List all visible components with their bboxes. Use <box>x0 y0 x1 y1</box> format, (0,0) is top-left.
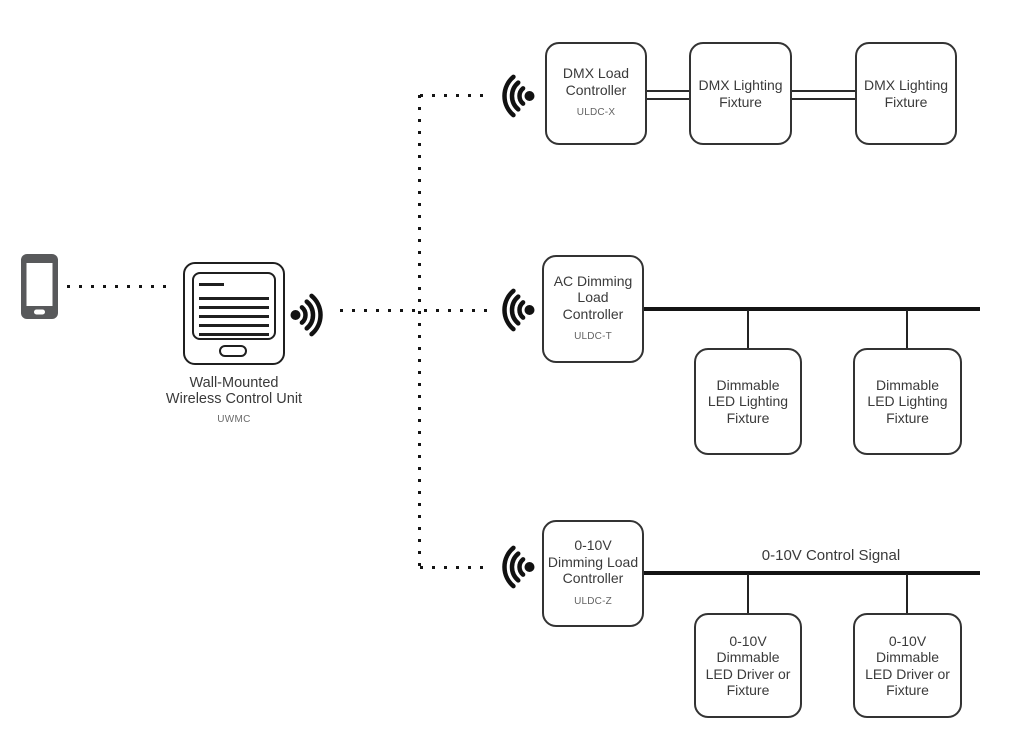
fixture-box-dimmable-led: Dimmable LED Lighting Fixture <box>694 348 802 455</box>
fixture-drop-line <box>906 574 908 613</box>
fixture-box-0-10v-driver: 0-10V Dimmable LED Driver or Fixture <box>694 613 802 718</box>
controller-box-0-10v: 0-10V Dimming Load Controller ULDC-Z <box>542 520 644 627</box>
wall-panel-button <box>219 345 247 357</box>
wifi-transmit-icon <box>290 293 323 337</box>
wireless-branch-top <box>420 94 492 97</box>
screen-text-line <box>199 315 269 318</box>
wireless-branch-bottom <box>420 566 490 569</box>
fixture-title: Dimmable LED Lighting Fixture <box>867 376 948 426</box>
screen-text-line <box>199 333 269 336</box>
wireless-link-unit-to-branch <box>340 309 493 312</box>
screen-text-line <box>199 283 224 286</box>
fixture-title: Dimmable LED Lighting Fixture <box>707 376 789 426</box>
control-unit-label: Wall-Mounted Wireless Control Unit <box>165 375 303 407</box>
fixture-box-dmx: DMX Lighting Fixture <box>855 42 957 145</box>
fixture-drop-line <box>747 574 749 613</box>
controller-code: ULDC-T <box>574 331 612 342</box>
control-signal-bus-line <box>644 571 980 575</box>
fixture-drop-line <box>747 310 749 348</box>
ac-power-bus-line <box>644 307 980 311</box>
smartphone-icon <box>21 254 58 319</box>
controller-title: DMX Load Controller <box>562 65 630 98</box>
wireless-branch-trunk <box>418 95 421 568</box>
controller-code: ULDC-Z <box>574 595 612 607</box>
wifi-receive-icon <box>502 74 535 118</box>
wireless-link-phone-to-unit <box>67 285 168 288</box>
fixture-box-0-10v-driver: 0-10V Dimmable LED Driver or Fixture <box>853 613 962 718</box>
fixture-title: 0-10V Dimmable LED Driver or Fixture <box>705 632 791 699</box>
control-signal-label: 0-10V Control Signal <box>761 547 901 564</box>
wifi-receive-icon <box>502 545 535 589</box>
fixture-drop-line <box>906 310 908 348</box>
controller-box-dmx: DMX Load Controller ULDC-X <box>545 42 647 145</box>
fixture-box-dmx: DMX Lighting Fixture <box>689 42 792 145</box>
fixture-box-dimmable-led: Dimmable LED Lighting Fixture <box>853 348 962 455</box>
controller-code: ULDC-X <box>576 107 616 119</box>
wifi-receive-icon <box>502 288 535 332</box>
dmx-cable <box>792 90 855 100</box>
controller-title: AC Dimming Load Controller <box>553 272 633 322</box>
fixture-title: DMX Lighting Fixture <box>863 77 949 110</box>
fixture-title: DMX Lighting Fixture <box>698 77 783 110</box>
control-unit-code: UWMC <box>217 414 251 425</box>
fixture-title: 0-10V Dimmable LED Driver or Fixture <box>865 632 950 699</box>
screen-text-line <box>199 297 269 300</box>
dmx-cable <box>647 90 689 100</box>
screen-text-line <box>199 324 269 327</box>
screen-text-line <box>199 306 269 309</box>
controller-title: 0-10V Dimming Load Controller <box>547 537 639 586</box>
controller-box-ac-dimming: AC Dimming Load Controller ULDC-T <box>542 255 644 363</box>
